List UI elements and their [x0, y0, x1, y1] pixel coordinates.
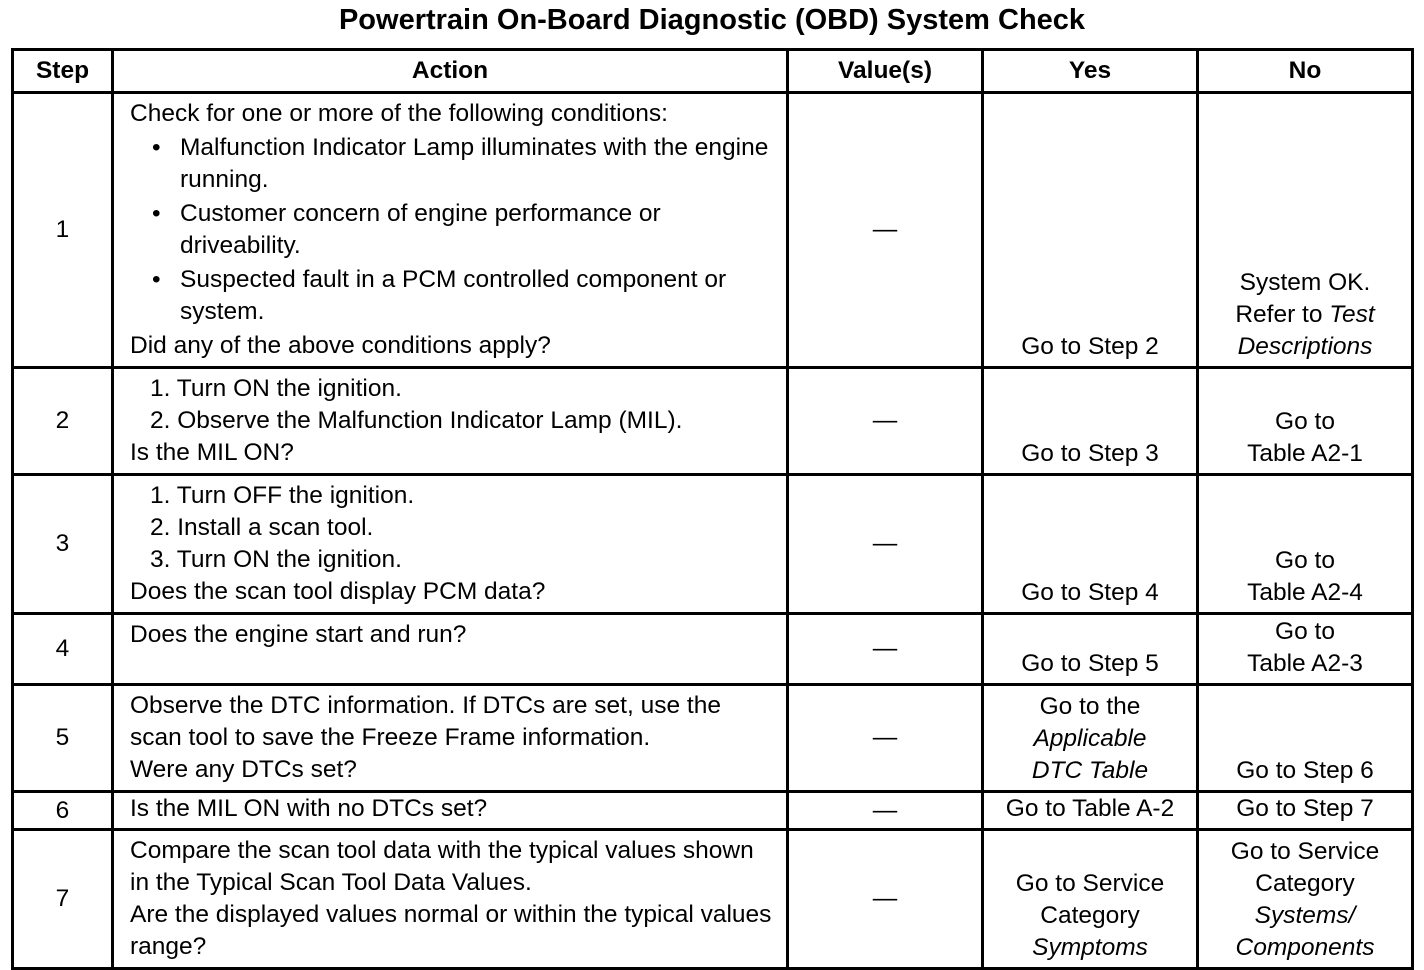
no-cell: Go to Service Category Systems/ Componen…: [1196, 828, 1414, 970]
no-line: Table A2-1: [1247, 440, 1363, 467]
table-row: 5 Observe the DTC information. If DTCs a…: [11, 683, 1414, 793]
step-number: 4: [11, 612, 114, 686]
action-text: Observe the DTC information. If DTCs are…: [130, 692, 721, 751]
header-step: Step: [11, 48, 114, 94]
list-item: Customer concern of engine performance o…: [130, 198, 774, 262]
table-row: 1 Check for one or more of the following…: [11, 91, 1414, 369]
table-row: 6 Is the MIL ON with no DTCs set? — Go t…: [11, 790, 1414, 831]
action-intro: Check for one or more of the following c…: [130, 100, 668, 127]
yes-cell: Go to the Applicable DTC Table: [981, 683, 1199, 793]
value-cell: —: [786, 91, 984, 369]
list-item: 2. Observe the Malfunction Indicator Lam…: [150, 407, 683, 434]
value-cell: —: [786, 683, 984, 793]
step-number: 7: [11, 828, 114, 970]
action-cell: Does the engine start and run?: [111, 612, 789, 686]
action-cell: Compare the scan tool data with the typi…: [111, 828, 789, 970]
yes-line: Go to Service: [1015, 870, 1165, 897]
list-item: 3. Turn ON the ignition.: [150, 546, 402, 573]
no-text: Refer to: [1235, 301, 1330, 328]
yes-cell: Go to Table A-2: [981, 790, 1199, 831]
table-row: 4 Does the engine start and run? — Go to…: [11, 612, 1414, 686]
action-cell: Is the MIL ON with no DTCs set?: [111, 790, 789, 831]
procedure-list: 1. Turn ON the ignition. 2. Observe the …: [130, 373, 774, 437]
value-cell: —: [786, 366, 984, 476]
list-item: Suspected fault in a PCM controlled comp…: [130, 264, 774, 328]
list-item: Malfunction Indicator Lamp illuminates w…: [130, 132, 774, 196]
table-row: 3 1. Turn OFF the ignition. 2. Install a…: [11, 473, 1414, 615]
yes-link-text: DTC Table: [1031, 757, 1149, 784]
no-cell: Go to Table A2-3: [1196, 612, 1414, 686]
list-item: 2. Install a scan tool.: [150, 514, 374, 541]
action-question: Does the scan tool display PCM data?: [130, 578, 546, 605]
yes-cell: Go to Service Category Symptoms: [981, 828, 1199, 970]
list-item: 1. Turn ON the ignition.: [150, 375, 402, 402]
action-question: Is the MIL ON?: [130, 439, 294, 466]
no-line: Go to Service: [1230, 838, 1380, 865]
no-cell: Go to Step 6: [1196, 683, 1414, 793]
no-line: System OK.: [1239, 269, 1371, 296]
action-cell: 1. Turn ON the ignition. 2. Observe the …: [111, 366, 789, 476]
no-cell: Go to Step 7: [1196, 790, 1414, 831]
action-question: Were any DTCs set?: [130, 756, 357, 783]
table-row: 2 1. Turn ON the ignition. 2. Observe th…: [11, 366, 1414, 476]
yes-link-text: Applicable: [1033, 725, 1147, 752]
header-action: Action: [111, 48, 789, 94]
yes-cell: Go to Step 4: [981, 473, 1199, 615]
no-cell: Go to Table A2-4: [1196, 473, 1414, 615]
no-line: Go to: [1275, 618, 1335, 645]
action-question: Are the displayed values normal or withi…: [130, 901, 772, 960]
action-cell: Check for one or more of the following c…: [111, 91, 789, 369]
table-header-row: Step Action Value(s) Yes No: [11, 48, 1414, 94]
yes-cell: Go to Step 2: [981, 91, 1199, 369]
list-item: 1. Turn OFF the ignition.: [150, 482, 415, 509]
page-title: Powertrain On-Board Diagnostic (OBD) Sys…: [338, 4, 1086, 36]
no-line: Refer to Test: [1199, 299, 1411, 331]
yes-link-text: Symptoms: [1032, 934, 1148, 961]
no-link-text: Components: [1235, 934, 1375, 961]
no-line: Table A2-3: [1247, 650, 1363, 677]
action-question: Is the MIL ON with no DTCs set?: [130, 795, 488, 822]
no-line: Category: [1255, 870, 1355, 897]
no-link-text: Test: [1329, 301, 1375, 328]
action-question: Did any of the above conditions apply?: [130, 332, 551, 359]
header-values: Value(s): [786, 48, 984, 94]
no-line: Go to: [1275, 547, 1335, 574]
step-number: 6: [11, 790, 114, 831]
value-cell: —: [786, 790, 984, 831]
step-number: 5: [11, 683, 114, 793]
step-number: 2: [11, 366, 114, 476]
no-line: Go to: [1275, 408, 1335, 435]
no-cell: Go to Table A2-1: [1196, 366, 1414, 476]
table-row: 7 Compare the scan tool data with the ty…: [11, 828, 1414, 970]
step-number: 3: [11, 473, 114, 615]
action-cell: 1. Turn OFF the ignition. 2. Install a s…: [111, 473, 789, 615]
condition-list: Malfunction Indicator Lamp illuminates w…: [130, 132, 774, 328]
header-no: No: [1196, 48, 1414, 94]
value-cell: —: [786, 473, 984, 615]
action-text: Compare the scan tool data with the typi…: [130, 837, 754, 896]
procedure-list: 1. Turn OFF the ignition. 2. Install a s…: [130, 480, 774, 576]
obd-system-check-table: Step Action Value(s) Yes No 1 Check for …: [11, 48, 1414, 970]
no-line: Table A2-4: [1247, 579, 1363, 606]
value-cell: —: [786, 828, 984, 970]
no-link-text: Systems/: [1254, 902, 1356, 929]
yes-line: Go to the: [1039, 693, 1141, 720]
no-link-text: Descriptions: [1237, 333, 1373, 360]
action-question: Does the engine start and run?: [130, 621, 467, 648]
step-number: 1: [11, 91, 114, 369]
action-cell: Observe the DTC information. If DTCs are…: [111, 683, 789, 793]
no-cell: System OK. Refer to Test Descriptions: [1196, 91, 1414, 369]
yes-line: Category: [1040, 902, 1140, 929]
yes-cell: Go to Step 3: [981, 366, 1199, 476]
header-yes: Yes: [981, 48, 1199, 94]
yes-cell: Go to Step 5: [981, 612, 1199, 686]
value-cell: —: [786, 612, 984, 686]
